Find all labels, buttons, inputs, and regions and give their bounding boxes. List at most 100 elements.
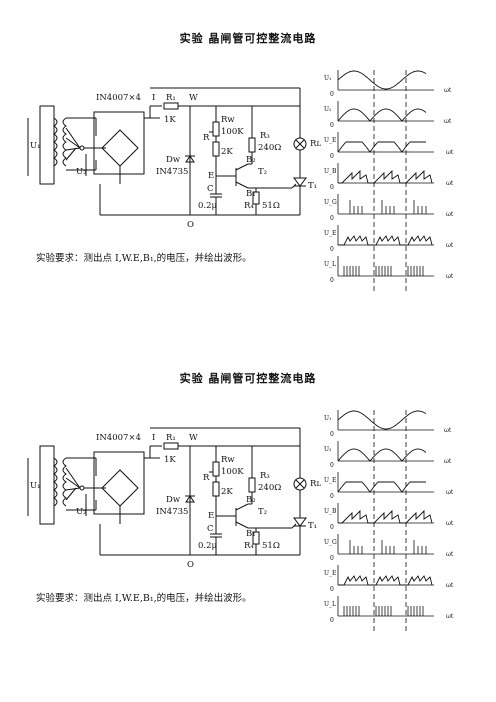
label-t2: T₂	[258, 507, 267, 517]
waveform	[337, 481, 427, 493]
waveform	[337, 108, 427, 122]
label-r3-val: 240Ω	[258, 483, 281, 493]
wave-axis-label: ωt	[446, 489, 454, 496]
label-b2: B₂	[246, 495, 256, 505]
page-title: 实验 晶闸管可控整流电路	[179, 32, 317, 45]
label-b1: B₁	[246, 189, 256, 199]
wave-row-label: U_L	[324, 601, 336, 608]
label-t1: T₁	[308, 521, 317, 531]
wave-row-label: U_E	[324, 570, 336, 577]
waveform	[337, 410, 427, 430]
label-e: E	[208, 171, 214, 181]
wave-axis-label: ωt	[446, 613, 454, 620]
wave-row-label: U_B	[324, 508, 337, 515]
wave-axis-label: ωt	[444, 458, 452, 465]
label-r4-val: 51Ω	[262, 201, 280, 211]
label-rw: Rᴡ	[221, 455, 235, 465]
label-node-w: W	[189, 433, 198, 443]
label-b2: B₂	[246, 155, 256, 165]
label-r1: R₁	[166, 93, 176, 103]
label-node-i: I	[152, 433, 155, 443]
wave-row-label: U₁	[324, 75, 331, 82]
label-dw-part: IN4735	[156, 507, 188, 517]
section-top: 实验 晶闸管可控整流电路	[0, 0, 496, 300]
wave-axis-label: ωt	[446, 551, 454, 558]
wave-axis-label: ωt	[446, 242, 454, 249]
label-dw: Dᴡ	[166, 495, 181, 505]
label-u1: U₁	[30, 141, 41, 151]
wave-axis-label: ωt	[446, 149, 454, 156]
label-u2: U₂	[76, 167, 87, 177]
wave-axis-label: ωt	[446, 582, 454, 589]
label-node-i: I	[152, 93, 155, 103]
label-r: R	[203, 133, 210, 143]
label-c: C	[207, 184, 214, 194]
label-u2: U₂	[76, 507, 87, 517]
label-r1-val: 1K	[164, 455, 176, 465]
wave-zero: 0	[330, 122, 334, 129]
label-rw: Rᴡ	[221, 115, 235, 125]
waveform	[337, 448, 427, 462]
waveform	[338, 169, 433, 184]
waveform	[338, 509, 433, 524]
wave-axis-label: ωt	[446, 273, 454, 280]
wave-zero: 0	[330, 215, 334, 222]
waveform	[337, 70, 427, 90]
circuit-diagram: U₁ U₂ IN4007×4 I R₁ 1K W Rᴡ 100K R 2K R₃…	[27, 87, 321, 230]
label-node-w: W	[189, 93, 198, 103]
label-r1: R₁	[166, 433, 176, 443]
wave-row-label: U_E	[324, 230, 336, 237]
label-rl: Rʟ	[310, 479, 321, 489]
wave-axis-label: ωt	[446, 211, 454, 218]
label-r4: R₄	[244, 541, 254, 551]
label-r1-val: 1K	[164, 115, 176, 125]
label-b1: B₁	[246, 529, 256, 539]
wave-row-label: U_E	[324, 477, 336, 484]
wave-zero: 0	[330, 431, 334, 438]
label-t1: T₁	[308, 181, 317, 191]
wave-zero: 0	[330, 153, 334, 160]
wave-zero: 0	[330, 555, 334, 562]
waveform	[338, 235, 433, 246]
wave-row-label: U₁	[324, 415, 331, 422]
wave-zero: 0	[330, 184, 334, 191]
label-o: O	[187, 560, 194, 570]
waveform	[337, 141, 427, 153]
page-title-2: 实验 晶闸管可控整流电路	[179, 372, 317, 385]
label-r3: R₃	[260, 471, 270, 481]
label-rl: Rʟ	[310, 139, 321, 149]
label-diodes: IN4007×4	[96, 433, 141, 443]
wave-axis-label: ωt	[446, 520, 454, 527]
wave-zero: 0	[330, 462, 334, 469]
requirement-text: 实验要求：测出点 I,W.E,B₁,的电压，并绘出波形。	[36, 253, 252, 264]
label-r4: R₄	[244, 201, 254, 211]
wave-axis-label: ωt	[444, 118, 452, 125]
wave-zero: 0	[330, 246, 334, 253]
label-rw-val: 100K	[221, 127, 244, 137]
wave-row-label: U_L	[324, 261, 336, 268]
wave-zero: 0	[330, 91, 334, 98]
label-r-val: 2K	[221, 147, 233, 157]
section-bottom: 实验 晶闸管可控整流电路	[0, 340, 496, 640]
label-c-val: 0.2μ	[198, 201, 218, 211]
wave-zero: 0	[330, 524, 334, 531]
label-e: E	[208, 511, 214, 521]
label-r3: R₃	[260, 131, 270, 141]
label-dw: Dᴡ	[166, 155, 181, 165]
label-r: R	[203, 473, 210, 483]
label-dw-part: IN4735	[156, 167, 188, 177]
wave-row-label: U_B	[324, 168, 337, 175]
wave-row-label: U_G	[324, 199, 337, 206]
label-diodes: IN4007×4	[96, 93, 141, 103]
label-r3-val: 240Ω	[258, 143, 281, 153]
waveform	[338, 575, 433, 586]
label-t2: T₂	[258, 167, 267, 177]
label-o: O	[187, 220, 194, 230]
label-u1: U₁	[30, 481, 41, 491]
wave-row-label: U₂	[324, 446, 332, 453]
label-r-val: 2K	[221, 487, 233, 497]
label-r4-val: 51Ω	[262, 541, 280, 551]
wave-row-label: U₂	[324, 106, 332, 113]
